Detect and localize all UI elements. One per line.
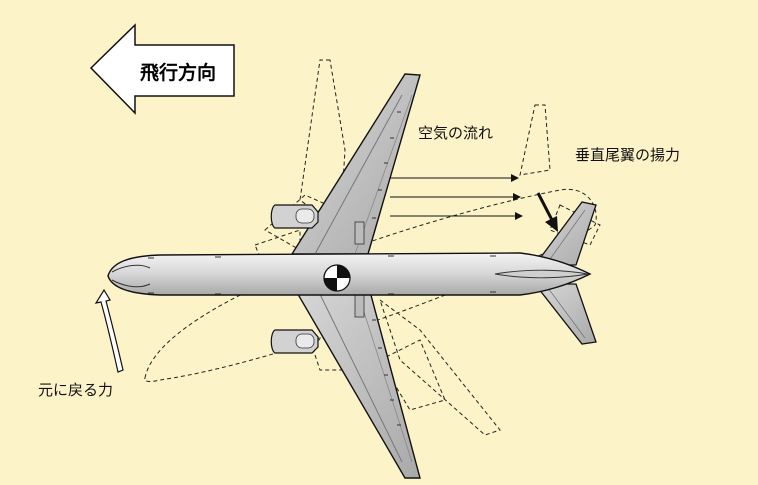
upper-engine [270, 204, 319, 229]
lower-engine [270, 329, 319, 354]
flight-direction-label: 飛行方向 [140, 61, 216, 84]
fin-lift-label: 垂直尾翼の揚力 [575, 146, 680, 164]
lower-tail [533, 283, 597, 345]
restoring-force-arrow [94, 288, 124, 373]
restoring-force-label: 元に戻る力 [38, 381, 113, 399]
fin-lift-arrow [536, 192, 558, 232]
airflow-label: 空気の流れ [418, 124, 493, 142]
flight-direction-arrow: 飛行方向 [89, 23, 235, 115]
lower-wing [290, 283, 421, 479]
upper-tail [533, 201, 597, 266]
center-of-gravity-icon [323, 264, 351, 292]
airflow-arrows [390, 174, 523, 220]
